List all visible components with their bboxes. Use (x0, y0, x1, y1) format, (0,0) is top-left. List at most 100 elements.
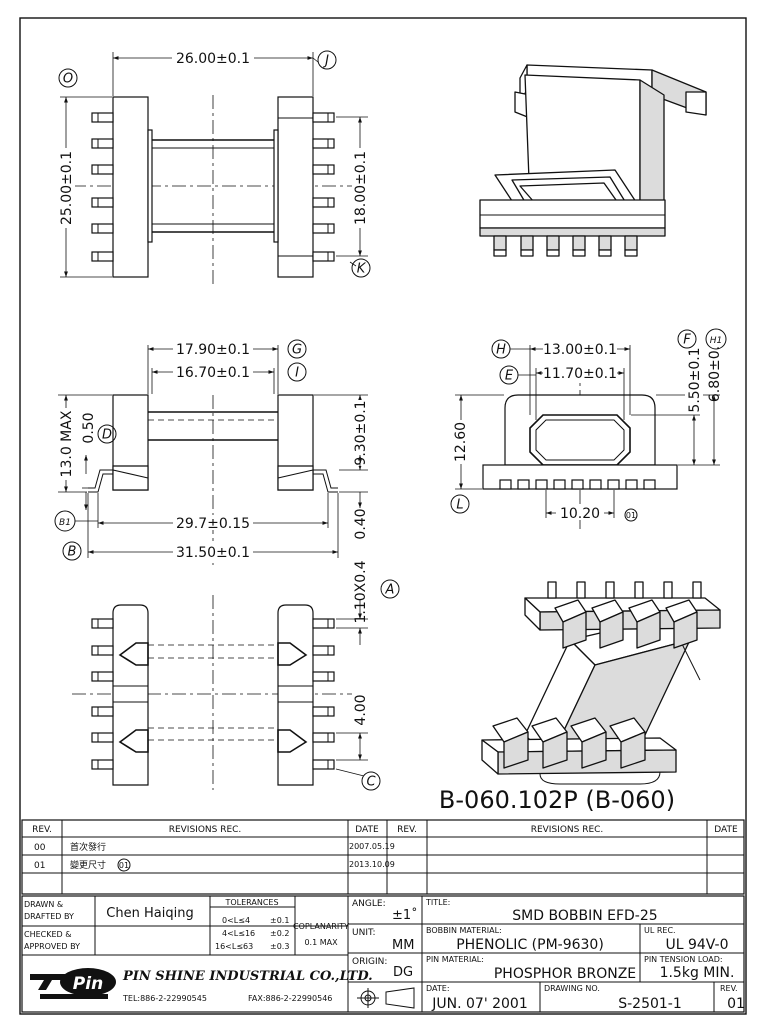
unit-value: MM (392, 938, 414, 953)
dim-end-1260: 12.60 (453, 422, 469, 462)
callout-f: F (683, 333, 691, 348)
revisions-header-left: REVISIONS REC. (169, 825, 242, 835)
rev-row-0: 00 (34, 843, 46, 853)
ul-label: UL REC. (644, 926, 676, 935)
tol-value-1: ±0.2 (270, 929, 289, 938)
callout-d: D (102, 428, 112, 443)
checked-label-2: APPROVED BY (24, 942, 80, 951)
dim-flange-inner: 16.70±0.1 (176, 365, 250, 381)
callout-h: H (496, 343, 506, 358)
pin-material-label: PIN MATERIAL: (426, 955, 484, 964)
pin-tension-value: 1.5kg MIN. (660, 965, 735, 981)
coplanarity-label: COPLANARITY (293, 922, 349, 931)
sheet-border (19, 17, 747, 1015)
dim-end-1170: 11.70±0.1 (543, 366, 617, 382)
tol-range-0: 0<L≤4 (222, 916, 250, 925)
callout-j: J (322, 54, 329, 69)
revision-table: REV. REVISIONS REC. DATE REV. REVISIONS … (21, 819, 745, 895)
tolerances-label: TOLERANCES (224, 898, 278, 907)
date-header-right: DATE (714, 825, 738, 835)
dim-end-680: 6.80±0. (707, 346, 723, 402)
callout-l: L (456, 498, 463, 513)
tol-range-2: 16<L≤63 (215, 942, 253, 951)
isometric-view-top (479, 64, 707, 257)
callout-a: A (385, 583, 395, 598)
dim-pin-span-297: 29.7±0.15 (176, 516, 250, 532)
rev-header-right: REV. (397, 825, 417, 835)
dim-offset-050: 0.50 (81, 412, 97, 443)
callout-b: B (68, 545, 77, 560)
callout-g: G (292, 343, 302, 358)
drawn-by: Chen Haiqing (106, 906, 193, 921)
dim-pin-110: 1.10X0.4 (353, 560, 369, 623)
checked-label-1: CHECKED & (24, 930, 71, 939)
dim-top-pin-span: 18.00±0.1 (353, 151, 369, 225)
bottom-view: 1.10X0.4 A 4.00 C (72, 560, 400, 791)
title-label: TITLE: (425, 898, 450, 907)
dim-flange-outer: 17.90±0.1 (176, 342, 250, 358)
tol-range-1: 4<L≤16 (222, 929, 255, 938)
dim-end-1300: 13.00±0.1 (543, 342, 617, 358)
rev-value: 01 (727, 996, 745, 1012)
pin-material-value: PHOSPHOR BRONZE (494, 966, 636, 982)
date-header-left: DATE (355, 825, 379, 835)
origin-label: ORIGIN: (352, 957, 387, 967)
title-value: SMD BOBBIN EFD-25 (512, 908, 657, 924)
pin-tension-label: PIN TENSION LOAD: (644, 955, 723, 964)
bobbin-material-label: BOBBIN MATERIAL: (426, 926, 502, 935)
dim-thk-040: 0.40 (353, 508, 369, 539)
end-view: 13.00±0.1 11.70±0.1 H E 12.60 L 5.50±0.1… (450, 328, 727, 530)
revisions-header-right: REVISIONS REC. (531, 825, 604, 835)
origin-value: DG (393, 965, 413, 980)
angle-value: ±1˚ (392, 907, 418, 923)
rev-row-0-date: 2007.05.19 (349, 842, 395, 851)
rev-header-left: REV. (32, 825, 52, 835)
part-number: B-060.102P (B-060) (439, 786, 675, 814)
dim-total-315: 31.50±0.1 (176, 545, 250, 561)
callout-c: C (366, 775, 376, 790)
tol-value-0: ±0.1 (270, 916, 289, 925)
top-view: 26.00±0.1 25.00±0.1 18.00±0.1 O J K (57, 50, 371, 285)
unit-label: UNIT: (352, 928, 376, 938)
callout-b1: B1 (59, 518, 71, 528)
svg-text:Pin: Pin (73, 974, 103, 994)
dim-top-height: 25.00±0.1 (59, 151, 75, 225)
dim-height-max: 13.0 MAX (59, 410, 75, 477)
rev-label: REV. (720, 984, 738, 993)
callout-h1: H1 (710, 336, 723, 346)
date-value: JUN. 07' 2001 (431, 996, 528, 1012)
callout-o: O (63, 72, 73, 87)
drawn-label-1: DRAWN & (24, 900, 63, 909)
company-name: PIN SHINE INDUSTRIAL CO.,LTD. (122, 969, 373, 984)
ul-value: UL 94V-0 (665, 937, 728, 953)
callout-k: K (357, 262, 367, 277)
bobbin-material-value: PHENOLIC (PM-9630) (456, 937, 604, 953)
coplanarity-value: 0.1 MAX (304, 938, 338, 947)
company-logo: Pin (30, 968, 116, 999)
dim-height-930: 9.30±0.1 (353, 400, 369, 465)
tol-value-2: ±0.3 (270, 942, 289, 951)
drawn-label-2: DRAFTED BY (24, 912, 74, 921)
side-view: 17.90±0.1 16.70±0.1 G I 13.0 MAX 0.50 D … (54, 339, 370, 565)
rev-marker-01: 01 (626, 511, 636, 520)
dim-end-550: 5.50±0.1 (687, 347, 703, 412)
date-label: DATE: (426, 984, 450, 993)
rev-row-1-mark: 01 (119, 861, 129, 870)
rev-row-0-rec: 首次發行 (70, 841, 106, 853)
rev-row-1-date: 2013.10.09 (349, 860, 395, 869)
rev-row-1: 01 (34, 861, 45, 871)
callout-i: I (295, 366, 299, 381)
company-fax: FAX:886-2-22990546 (248, 994, 332, 1003)
projection-symbol (357, 987, 415, 1009)
dim-top-width: 26.00±0.1 (176, 51, 250, 67)
drawing-no-label: DRAWING NO. (544, 984, 600, 993)
title-block: DRAWN & DRAFTED BY Chen Haiqing CHECKED … (21, 895, 745, 1013)
rev-row-1-rec: 變更尺寸 (70, 859, 106, 871)
callout-e: E (505, 369, 514, 384)
drawing-no-value: S-2501-1 (618, 996, 682, 1012)
company-tel: TEL:886-2-22990545 (122, 994, 207, 1003)
isometric-view-bottom (481, 581, 721, 785)
dim-end-1020: 10.20 (560, 506, 600, 522)
angle-label: ANGLE: (352, 899, 386, 909)
